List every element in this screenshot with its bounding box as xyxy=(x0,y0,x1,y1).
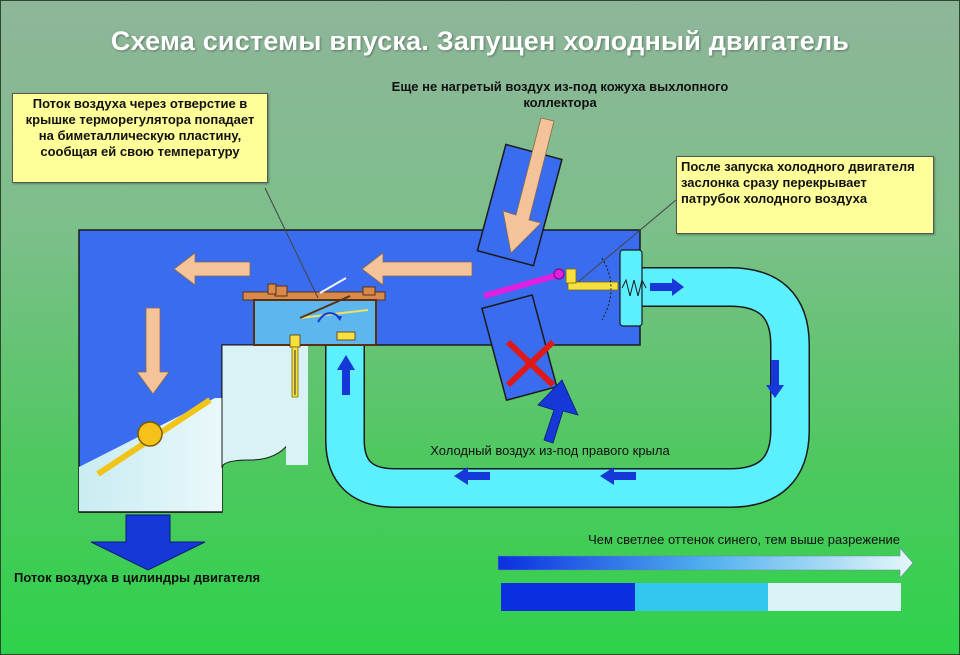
legend-vacuum-bar xyxy=(501,583,901,611)
label-legend-vacuum: Чем светлее оттенок синего, тем выше раз… xyxy=(588,532,900,547)
duct-arrow-right xyxy=(650,278,684,296)
flow-arrow-2 xyxy=(361,252,473,286)
warm-air-arrow xyxy=(502,117,555,254)
flow-arrow-1 xyxy=(173,252,251,286)
actuator-spring xyxy=(621,278,647,297)
duct-arrow-left-1 xyxy=(600,467,636,485)
label-cold-air-source: Холодный воздух из-под правого крыла xyxy=(430,443,670,458)
duct-arrow-up xyxy=(337,355,355,395)
note-damper-closes: После запуска холодного двигателя заслон… xyxy=(676,156,934,234)
diagram-title: Схема системы впуска. Запущен холодный д… xyxy=(110,26,850,56)
note-thermoregulator-airflow: Поток воздуха через отверстие в крышке т… xyxy=(12,93,268,183)
output-arrow xyxy=(90,514,206,571)
legend-gradient-arrow xyxy=(497,547,914,579)
callout-line-damper xyxy=(577,199,677,283)
blocked-x-icon xyxy=(505,339,556,388)
carburetor-throat xyxy=(79,398,222,512)
damper-plate xyxy=(483,272,559,299)
cold-air-duct xyxy=(325,267,810,508)
callout-line-thermo xyxy=(264,187,319,299)
label-warm-air-source: Еще не нагретый воздух из-под кожуха вых… xyxy=(391,79,729,110)
vacuum-actuator xyxy=(619,249,643,327)
throttle-axle xyxy=(137,421,163,447)
thermostat-housing xyxy=(242,277,386,348)
flow-arrow-down xyxy=(136,307,170,395)
duct-arrow-down xyxy=(766,360,784,398)
cold-air-up-arrow xyxy=(537,379,579,444)
label-air-to-cylinders: Поток воздуха в цилиндры двигателя xyxy=(14,570,261,585)
throat-neck xyxy=(286,345,308,465)
duct-arrow-left-2 xyxy=(454,467,490,485)
actuator-rod xyxy=(567,281,619,291)
